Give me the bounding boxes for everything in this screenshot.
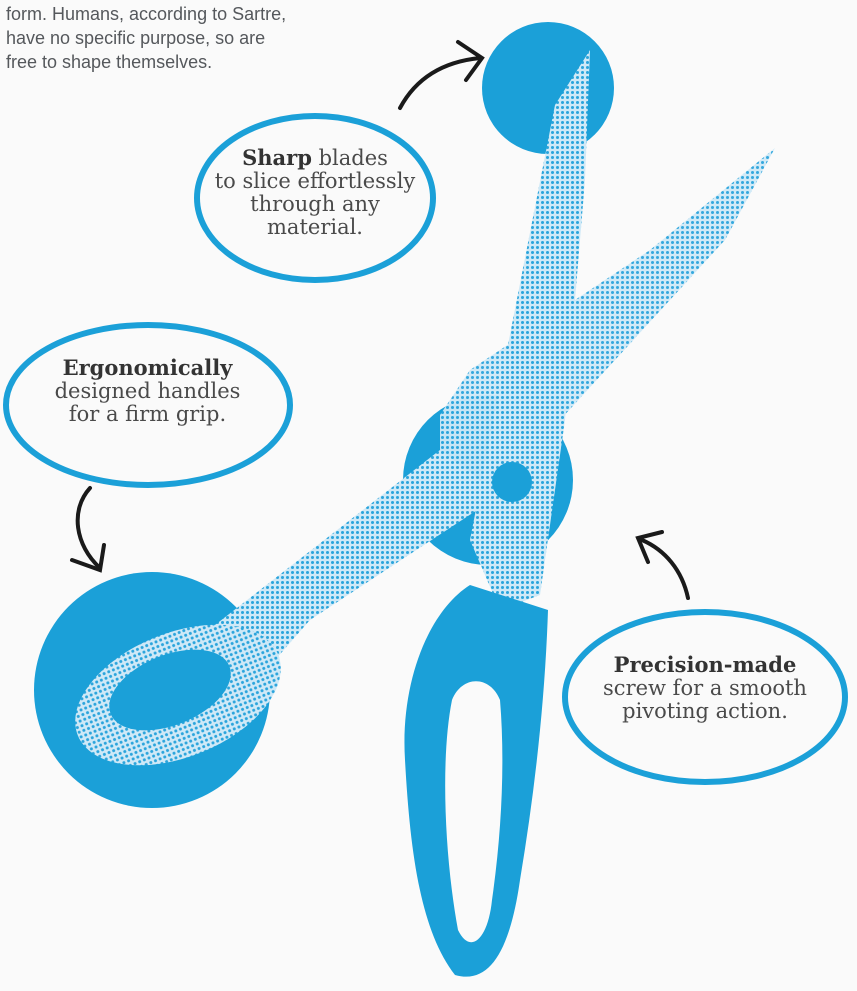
callout-text: through any (205, 193, 425, 216)
callout-heading: Sharp (242, 145, 312, 170)
callout-sharp: Sharp blades to slice effortlessly throu… (205, 146, 425, 239)
callout-text: screw for a smooth (580, 677, 830, 700)
callout-ergonomic: Ergonomically designed handles for a fir… (20, 356, 275, 426)
callout-heading: Ergonomically (63, 355, 233, 380)
arrow-icon (400, 42, 482, 108)
background-disc (482, 22, 614, 154)
callout-text: designed handles (20, 380, 275, 403)
callout-heading: Precision-made (614, 652, 797, 677)
pivot-screw (492, 462, 532, 502)
arrow-icon (72, 488, 104, 570)
arrow-icon (638, 532, 688, 598)
callout-text: material. (205, 216, 425, 239)
callout-text: blades (312, 146, 388, 170)
callout-text: pivoting action. (580, 700, 830, 723)
callout-text: to slice effortlessly (205, 170, 425, 193)
callout-precision: Precision-made screw for a smooth pivoti… (580, 653, 830, 723)
callout-text: for a firm grip. (20, 403, 275, 426)
